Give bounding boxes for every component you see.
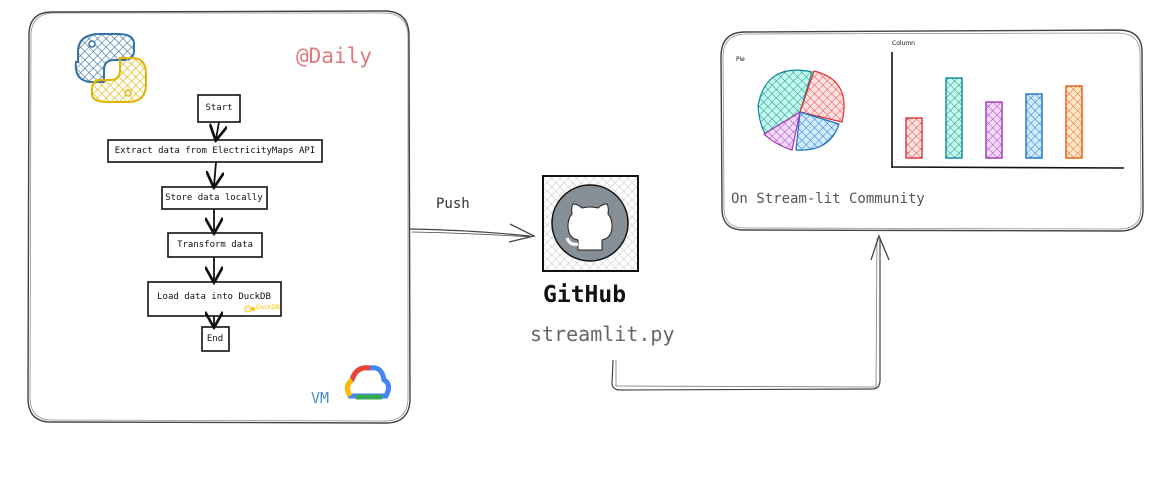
schedule-label: @Daily — [296, 44, 372, 68]
vm-label: VM — [311, 389, 330, 407]
step-load-label: Load data into DuckDB — [157, 292, 271, 302]
push-label: Push — [436, 196, 470, 212]
github-octocat-icon — [551, 184, 629, 262]
step-end-label: End — [206, 334, 224, 344]
column-bar-2 — [945, 77, 963, 159]
flowchart — [107, 94, 323, 352]
duckdb-logo-icon — [244, 305, 255, 313]
google-cloud-icon — [344, 365, 392, 400]
pie-chart-label: Pie — [736, 56, 745, 63]
python-logo-icon — [74, 33, 147, 103]
column-chart-bars — [905, 77, 1083, 159]
push-arrow — [409, 223, 536, 243]
github-title: GitHub — [543, 282, 627, 308]
dashboard-container — [720, 29, 1144, 232]
step-start-label: Start — [205, 103, 233, 113]
column-bar-5 — [1065, 85, 1083, 159]
column-bar-4 — [1025, 93, 1043, 159]
step-store-label: Store data locally — [165, 193, 263, 203]
pie-slice-blue — [795, 111, 840, 151]
pie-slice-purple — [763, 110, 801, 151]
deploy-arrow — [611, 234, 890, 391]
step-transform-label: Transform data — [177, 240, 253, 250]
vm-container — [27, 10, 411, 424]
pie-slice-red — [799, 70, 845, 123]
column-chart-axes — [891, 52, 1125, 169]
pie-chart — [757, 69, 845, 151]
column-chart-label: Column — [892, 40, 915, 47]
dashboard-caption: On Stream-lit Community — [731, 191, 925, 207]
column-bar-1 — [905, 117, 923, 159]
column-bar-3 — [985, 101, 1003, 159]
step-extract-label: Extract data from ElectricityMaps API — [114, 146, 316, 156]
github-file-label: streamlit.py — [530, 322, 675, 346]
duckdb-badge-label: DuckDB — [256, 304, 280, 311]
